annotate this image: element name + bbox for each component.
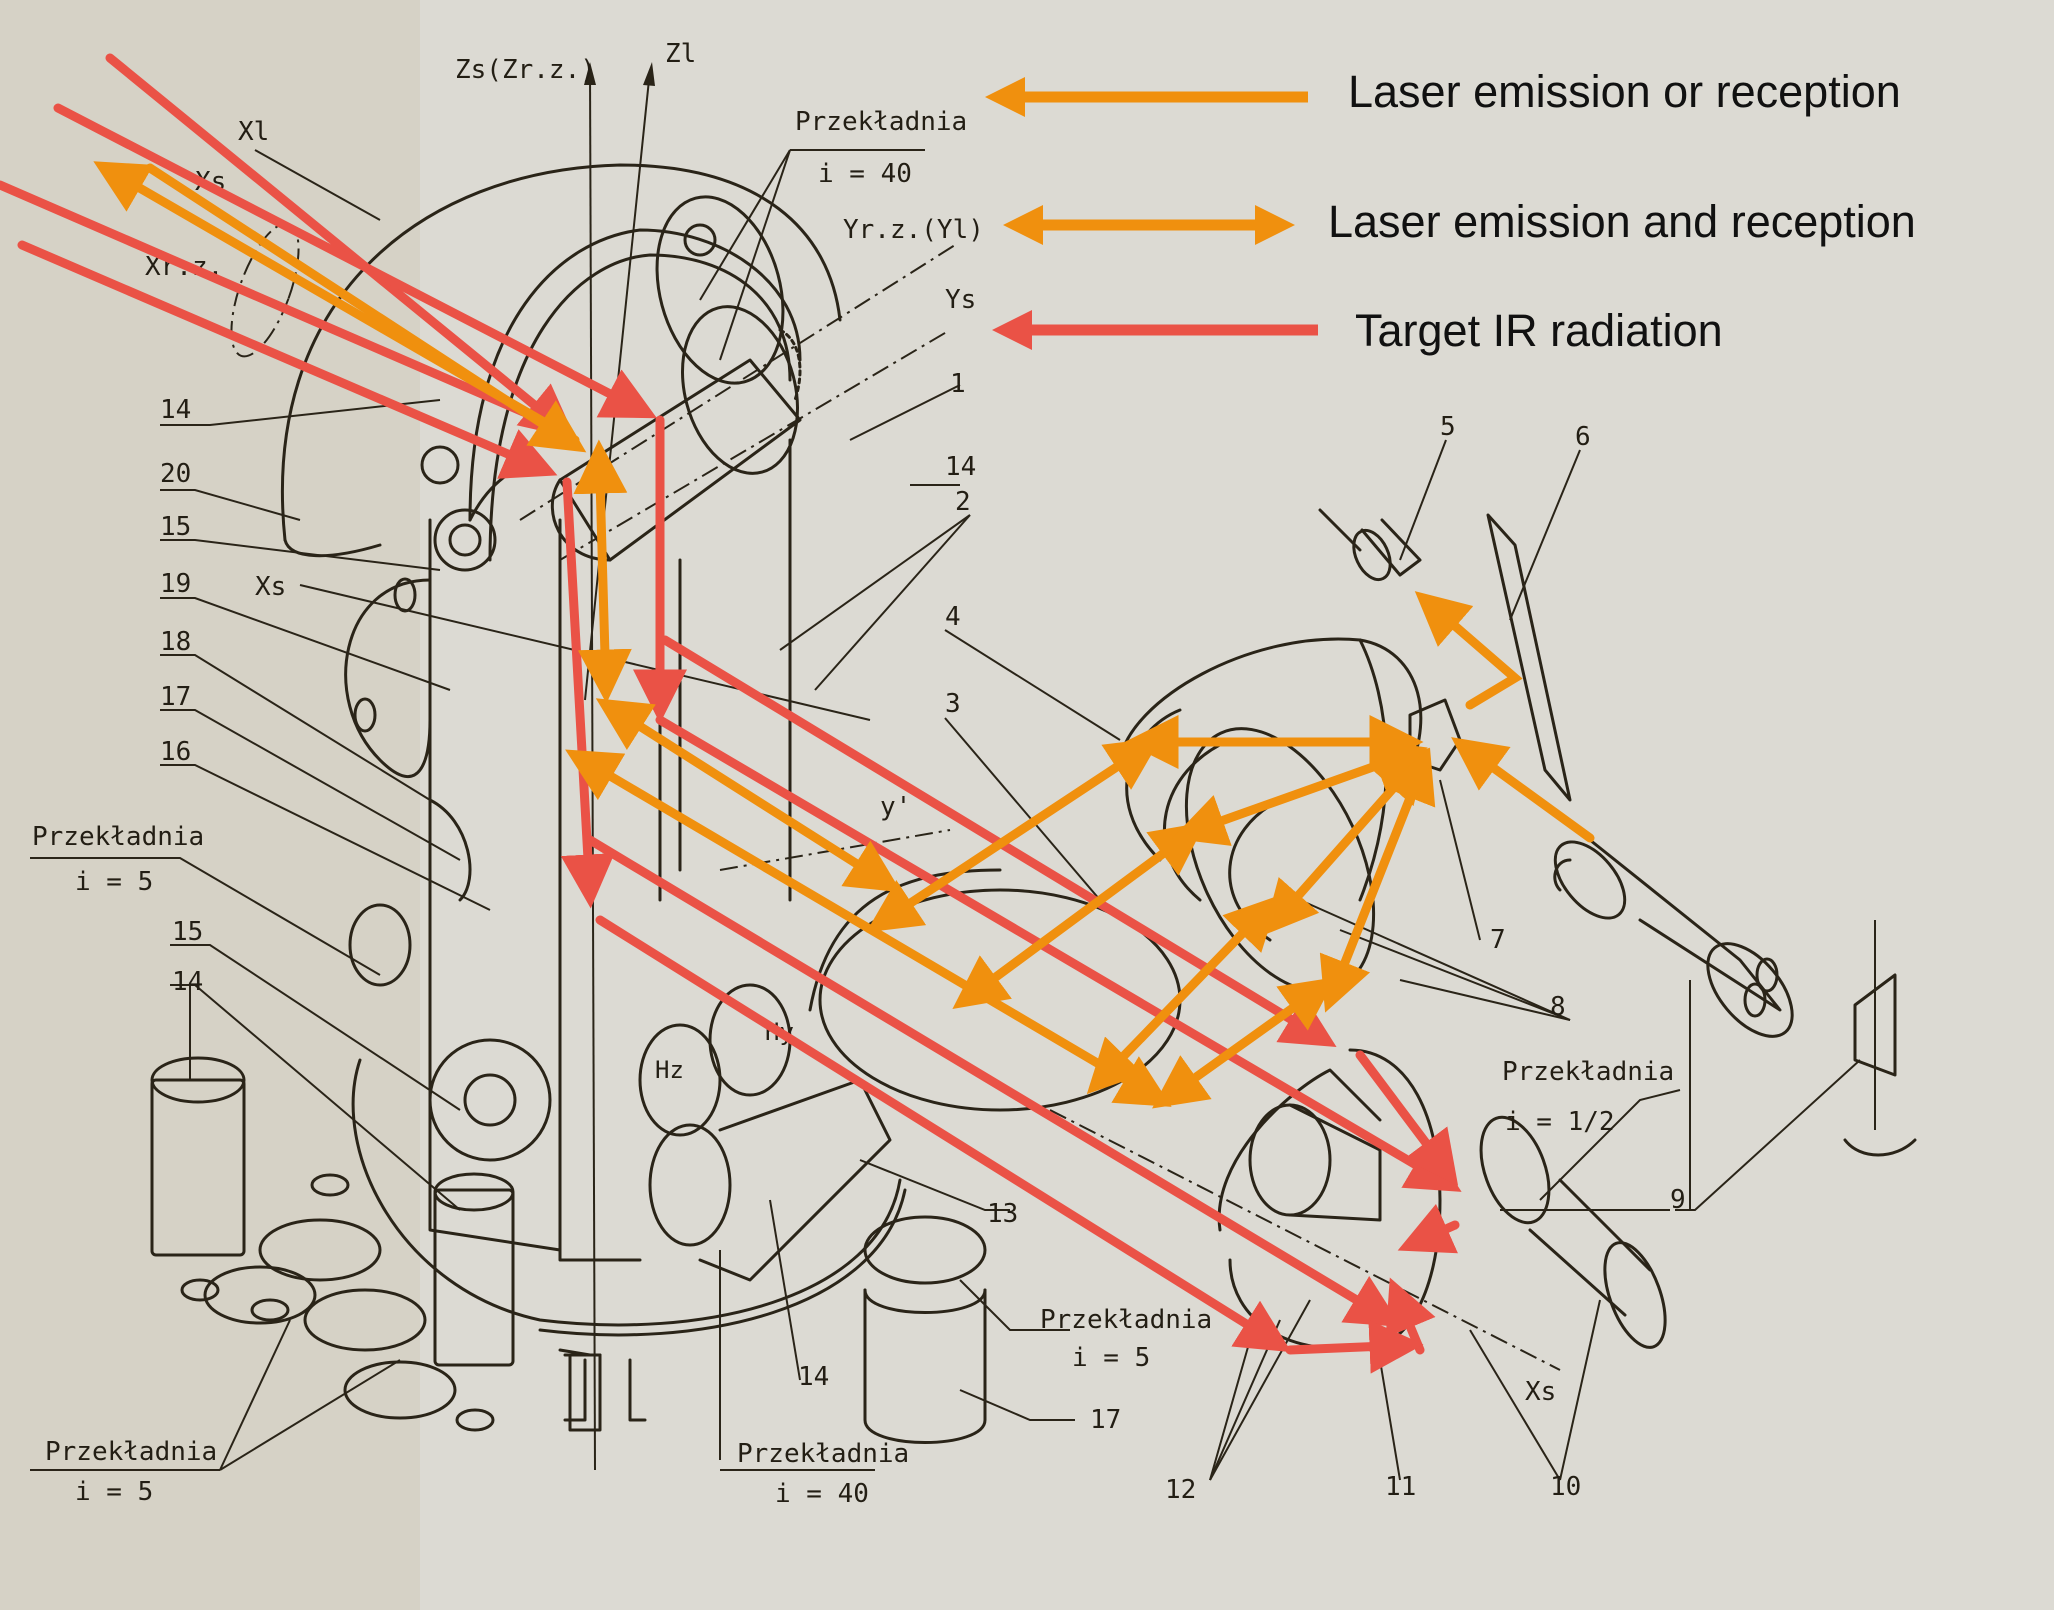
part-number: 18 bbox=[160, 627, 191, 657]
part-number: 19 bbox=[160, 569, 191, 599]
part-number: 3 bbox=[945, 689, 961, 719]
gear-label-ratio: i = 5 bbox=[1072, 1343, 1150, 1373]
part-number: 15 bbox=[172, 917, 203, 947]
gear-label-title: Przekładnia bbox=[1502, 1057, 1674, 1087]
ir-ray bbox=[53, 103, 657, 419]
gear-label-ratio: i = 5 bbox=[75, 1477, 153, 1507]
ir-ray bbox=[0, 180, 570, 435]
gear-label-title: Przekładnia bbox=[1040, 1305, 1212, 1335]
base-disc bbox=[351, 1058, 907, 1432]
upper-gear bbox=[655, 195, 802, 475]
laser-ray bbox=[145, 163, 587, 453]
ir-ray bbox=[1355, 1050, 1459, 1186]
ir-ray bbox=[560, 477, 615, 909]
vertical-column bbox=[420, 445, 642, 1262]
axis-ys-label: Ys bbox=[945, 285, 976, 315]
axis-xs-bottom-label: Xs bbox=[1525, 1377, 1556, 1407]
gear-label-ratio: i = 40 bbox=[775, 1479, 869, 1509]
gear-label-title: Przekładnia bbox=[32, 822, 204, 852]
ir-ray bbox=[1285, 1319, 1424, 1374]
part-number: 14 bbox=[172, 967, 203, 997]
axis-yrz-label: Yr.z.(Yl) bbox=[843, 215, 984, 245]
gear-label-title: Przekładnia bbox=[795, 107, 967, 137]
part-number: 8 bbox=[1550, 992, 1566, 1022]
axis-xl-label: Xl bbox=[238, 117, 269, 147]
part-number: 9 bbox=[1670, 1185, 1686, 1215]
part-number: 14 bbox=[798, 1362, 829, 1392]
part-numbers: 14 20 15 19 18 17 16 15 14 1 14 2 4 3 5 … bbox=[160, 369, 1686, 1505]
part-number: 20 bbox=[160, 459, 191, 489]
part-number: 6 bbox=[1575, 422, 1591, 452]
ir-ray bbox=[105, 53, 576, 439]
part-number: 12 bbox=[1165, 1475, 1196, 1505]
part-number: 1 bbox=[950, 369, 966, 399]
part-number: 15 bbox=[160, 512, 191, 542]
left-gear-train bbox=[150, 903, 515, 1432]
part-number: 17 bbox=[160, 682, 191, 712]
part-number: 14 bbox=[160, 395, 191, 425]
ir-rays bbox=[0, 53, 1462, 1374]
part-number: 16 bbox=[160, 737, 191, 767]
gear-label-title: Przekładnia bbox=[45, 1437, 217, 1467]
part-number: 7 bbox=[1490, 925, 1506, 955]
ir-ray bbox=[595, 915, 1292, 1353]
laser-ray bbox=[1414, 591, 1523, 710]
part-number: 14 bbox=[945, 452, 976, 482]
part-number: 2 bbox=[955, 487, 971, 517]
part-number: 11 bbox=[1385, 1472, 1416, 1502]
ir-ray bbox=[1397, 1203, 1460, 1254]
laser-paths bbox=[93, 161, 1595, 1109]
part-number: 5 bbox=[1440, 412, 1456, 442]
gear-label-ratio: i = 40 bbox=[818, 159, 912, 189]
laser-ray-bidirectional bbox=[1319, 747, 1436, 1013]
laser-ray-bidirectional bbox=[1152, 977, 1336, 1109]
laser-ray-bidirectional bbox=[565, 749, 1172, 1107]
laser-ray-bidirectional bbox=[573, 439, 632, 704]
gear-label-ratio: i = 1/2 bbox=[1505, 1107, 1615, 1137]
axis-xs-mid-label: Xs bbox=[255, 572, 286, 602]
part-number: 13 bbox=[987, 1199, 1018, 1229]
axis-zl-label: Zl bbox=[665, 39, 696, 69]
part-number: 10 bbox=[1550, 1472, 1581, 1502]
gear-label-ratio: i = 5 bbox=[75, 867, 153, 897]
laser-ray-bidirectional bbox=[1171, 740, 1428, 846]
ir-ray bbox=[17, 240, 558, 479]
laser-ray-bidirectional bbox=[866, 737, 1162, 933]
gear-labels: Przekładnia i = 40 Przekładnia i = 5 Prz… bbox=[30, 107, 1674, 1509]
laser-tube bbox=[1553, 838, 1917, 1157]
gear-label-title: Przekładnia bbox=[737, 1439, 909, 1469]
legend-label-ir: Target IR radiation bbox=[1355, 305, 1723, 356]
laser-ray bbox=[1451, 737, 1595, 843]
axis-zs-label: Zs(Zr.z.) bbox=[455, 55, 596, 85]
part-number: 17 bbox=[1090, 1405, 1121, 1435]
legend-label-laser-single: Laser emission or reception bbox=[1348, 66, 1901, 117]
legend-label-laser-double: Laser emission and reception bbox=[1328, 196, 1916, 247]
left-bracket bbox=[344, 577, 472, 902]
part-number: 4 bbox=[945, 602, 961, 632]
